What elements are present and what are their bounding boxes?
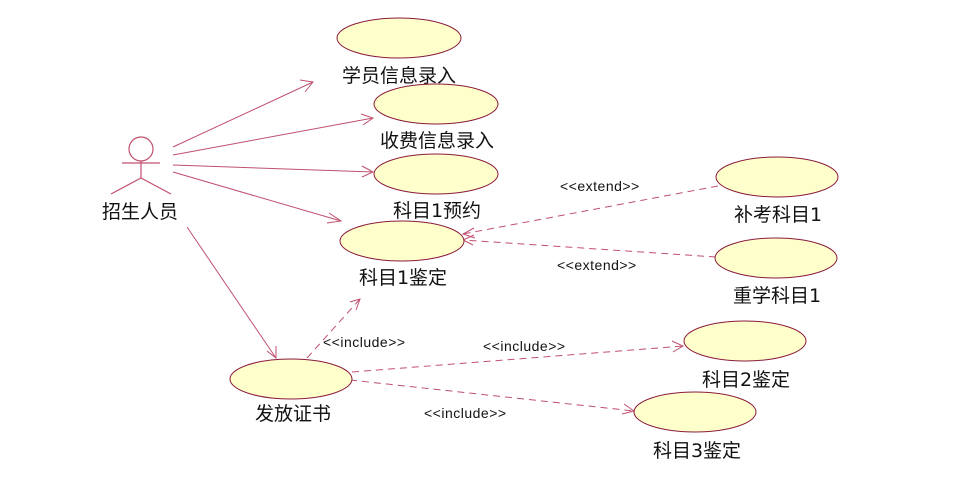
use-case-fee-info[interactable]: 收费信息录入 [373,83,499,152]
include-subject1-label: <<include>> [323,334,406,350]
arrowhead-subject1-exam [326,212,343,224]
use-case-subject1-booking-ellipse[interactable] [373,153,499,195]
use-case-fee-info-ellipse[interactable] [373,83,499,125]
arrowhead-subject1-booking [361,165,375,178]
use-case-subject2-exam-ellipse[interactable] [683,320,807,362]
association-subject1-exam [172,171,342,222]
use-case-enroll-info[interactable]: 学员信息录入 [336,17,462,87]
extend-retake-arrowhead [461,234,475,246]
actor-label: 招生人员 [102,201,178,223]
dependencies [306,185,719,415]
use-case-subject3-exam[interactable]: 科目3鉴定 [633,391,757,462]
include-subject2-line [351,345,684,373]
use-case-retake-subject1[interactable]: 重学科目1 [714,237,838,307]
include-subject3-label: <<include>> [424,405,507,421]
extend-retake-line [462,239,717,258]
arrowhead-certificate [266,346,277,360]
use-case-subject1-exam-ellipse[interactable] [339,220,465,262]
extend-retake-label: <<extend>> [557,257,637,273]
use-case-certificate[interactable]: 发放证书 [229,358,353,425]
use-case-makeup-subject1[interactable]: 补考科目1 [715,156,839,226]
association-subject1-booking [172,164,374,173]
use-case-retake-subject1-label: 重学科目1 [733,285,821,307]
use-case-subject3-exam-label: 科目3鉴定 [653,440,741,462]
arrowhead-enroll-info [299,79,314,93]
stereotype-labels: <<extend>> <<extend>> <<include>> <<incl… [323,178,640,421]
extend-makeup-label: <<extend>> [560,178,640,194]
association-fee-info [172,117,374,156]
include-subject2-arrowhead [671,340,685,353]
use-case-retake-subject1-ellipse[interactable] [714,237,838,279]
association-enroll-info [172,81,314,148]
use-case-makeup-subject1-ellipse[interactable] [715,156,839,198]
associations [172,79,375,360]
use-case-subject1-exam[interactable]: 科目1鉴定 [339,220,465,289]
use-case-subject1-booking[interactable]: 科目1预约 [373,153,499,222]
use-case-enroll-info-ellipse[interactable] [336,17,462,59]
include-subject1-arrowhead [349,298,361,311]
use-case-certificate-ellipse[interactable] [229,358,353,400]
actor-left-leg [110,177,142,195]
use-case-subject2-exam-label: 科目2鉴定 [702,369,790,391]
use-case-fee-info-label: 收费信息录入 [380,130,494,152]
actor-head-icon [128,136,154,162]
use-case-enroll-info-label: 学员信息录入 [342,65,456,87]
include-subject3-arrowhead [621,403,636,415]
actor-right-leg [140,177,172,195]
use-case-subject1-booking-label: 科目1预约 [393,200,481,222]
use-case-subject2-exam[interactable]: 科目2鉴定 [683,320,807,391]
use-case-certificate-label: 发放证书 [255,403,331,425]
actor-recruiter: 招生人员 [102,136,178,223]
association-certificate [186,226,277,359]
use-case-makeup-subject1-label: 补考科目1 [734,204,822,226]
include-subject2-label: <<include>> [483,338,566,354]
include-subject1-line [306,298,361,359]
use-case-subject3-exam-ellipse[interactable] [633,391,757,433]
arrowhead-fee-info [360,113,375,126]
use-case-subject1-exam-label: 科目1鉴定 [359,267,447,289]
extend-makeup-line [462,185,719,235]
